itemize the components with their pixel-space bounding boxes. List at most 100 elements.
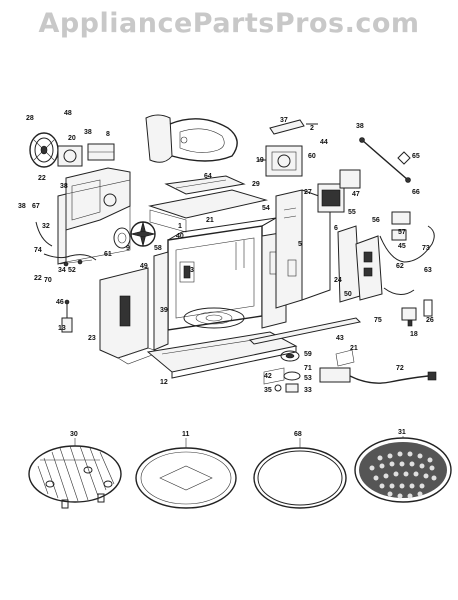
watermark-text: AppliancePartsPros.com	[38, 8, 420, 39]
callout-18: 18	[410, 331, 418, 338]
left-wiring	[35, 221, 97, 267]
callout-68: 68	[294, 431, 302, 438]
callout-38-a: 38	[84, 129, 92, 136]
fan-blade-part	[130, 221, 156, 247]
callout-1: 1	[178, 223, 182, 230]
hinge-rod	[359, 137, 411, 183]
latch-lever	[423, 299, 433, 317]
callout-39: 39	[160, 307, 168, 314]
callout-19: 19	[256, 157, 264, 164]
callout-45: 45	[398, 243, 406, 250]
callout-5: 5	[298, 241, 302, 248]
callout-66: 66	[412, 189, 420, 196]
right-side-panel	[275, 189, 331, 309]
turntable-motor	[283, 371, 301, 393]
cooking-rack-accessory	[28, 445, 122, 509]
callout-34: 34	[58, 267, 66, 274]
callout-29: 29	[252, 181, 260, 188]
callout-40: 40	[176, 233, 184, 240]
callout-27: 27	[304, 189, 312, 196]
callout-65: 65	[412, 153, 420, 160]
callout-73: 73	[422, 245, 430, 252]
callout-labels: 28 48 20 38 8 22 38 38 67 32 74 22 70 34…	[18, 110, 434, 438]
callout-61: 61	[104, 251, 112, 258]
callout-20: 20	[68, 135, 76, 142]
turntable-coupler	[280, 350, 300, 362]
callout-72: 72	[396, 365, 404, 372]
transformer-part	[317, 169, 361, 213]
callout-38-b: 38	[60, 183, 68, 190]
callout-58: 58	[154, 245, 162, 252]
cabinet-wrapper	[99, 267, 161, 365]
relay-board	[391, 211, 411, 241]
callout-13: 13	[58, 325, 66, 332]
callout-26: 26	[426, 317, 434, 324]
callout-43: 43	[336, 335, 344, 342]
oven-cavity	[167, 217, 277, 331]
callout-46: 46	[56, 299, 64, 306]
callout-42: 42	[264, 373, 272, 380]
callout-49: 49	[140, 263, 148, 270]
callout-56: 56	[372, 217, 380, 224]
top-duct-gasket	[145, 114, 238, 163]
waveguide-cover	[149, 209, 187, 233]
cavity-left-wall	[153, 251, 169, 351]
door-trim-strip	[248, 317, 362, 345]
callout-38-d: 38	[356, 123, 364, 130]
callout-37: 37	[280, 117, 288, 124]
magnetron-bracket	[269, 119, 318, 135]
callout-22-b: 22	[34, 275, 42, 282]
callout-57: 57	[398, 229, 406, 236]
callout-64: 64	[204, 173, 212, 180]
motor-coil-part	[113, 227, 131, 249]
callout-21-b: 21	[350, 345, 358, 352]
glass-turntable-tray	[135, 447, 237, 509]
callout-9: 9	[126, 245, 130, 252]
callout-33: 33	[304, 387, 312, 394]
callout-12: 12	[160, 379, 168, 386]
callout-38-c: 38	[18, 203, 26, 210]
control-bracket-21	[335, 349, 355, 367]
callout-48: 48	[64, 110, 72, 117]
callout-11: 11	[182, 431, 190, 438]
left-duct-panel	[65, 167, 131, 231]
callout-53: 53	[304, 375, 312, 382]
magnetron-part	[258, 145, 303, 177]
callout-50: 50	[344, 291, 352, 298]
callout-59: 59	[304, 351, 312, 358]
thermal-cutout-part	[61, 299, 73, 333]
callout-6: 6	[334, 225, 338, 232]
callout-71: 71	[304, 365, 312, 372]
callout-52: 52	[68, 267, 76, 274]
callout-55: 55	[348, 209, 356, 216]
wire-harness-right	[379, 225, 435, 295]
callout-32: 32	[42, 223, 50, 230]
fan-motor-part	[57, 143, 115, 167]
callout-47: 47	[352, 191, 360, 198]
callout-23: 23	[88, 335, 96, 342]
callout-70: 70	[44, 277, 52, 284]
door-switch	[401, 307, 417, 327]
callout-2: 2	[310, 125, 314, 132]
callout-54: 54	[262, 205, 270, 212]
top-cover-plate	[148, 175, 268, 219]
callout-30: 30	[70, 431, 78, 438]
control-board	[355, 235, 383, 301]
crisper-plate	[354, 437, 452, 503]
callout-63: 63	[424, 267, 432, 274]
motor-mount	[263, 367, 285, 392]
callout-35: 35	[264, 387, 272, 394]
power-cord	[319, 367, 437, 384]
blower-wheel-part	[29, 132, 59, 168]
callout-60: 60	[308, 153, 316, 160]
callout-44: 44	[320, 139, 328, 146]
callout-3: 3	[190, 267, 194, 274]
roller-ring	[253, 447, 347, 509]
callout-22: 22	[38, 175, 46, 182]
callout-28: 28	[26, 115, 34, 122]
callout-75: 75	[374, 317, 382, 324]
callout-67: 67	[32, 203, 40, 210]
callout-62: 62	[396, 263, 404, 270]
callout-74: 74	[34, 247, 42, 254]
